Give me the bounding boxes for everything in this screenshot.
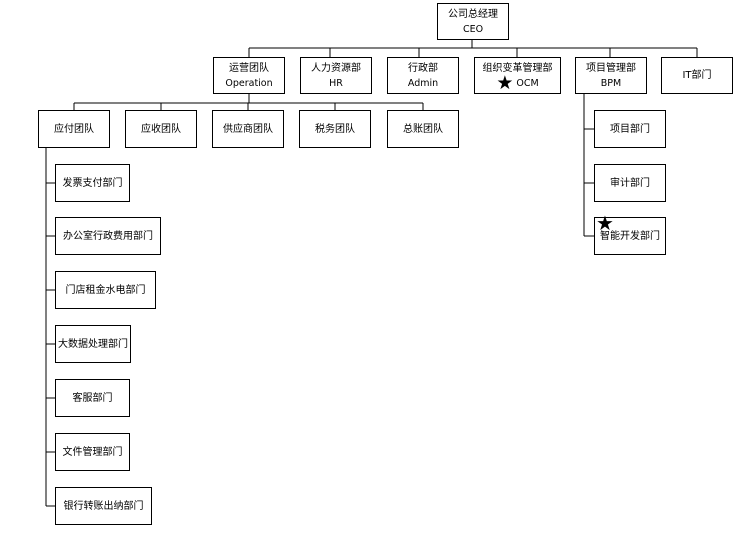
hr-code: HR [329,77,343,89]
it-name: IT部门 [682,70,712,81]
node-payable-team: 应付团队 [38,110,110,148]
node-payable-unit: 客服部门 [55,379,130,417]
unit-name: 文件管理部门 [62,446,123,458]
unit-name: 智能开发部门 [600,230,660,242]
ocm-name: 组织变革管理部 [482,62,553,74]
node-operation: 运营团队 Operation [213,57,285,94]
node-payable-unit: 大数据处理部门 [55,325,131,363]
unit-name: 门店租金水电部门 [65,284,146,296]
unit-name: 发票支付部门 [62,177,123,189]
node-receivable-team: 应收团队 [125,110,197,148]
node-bpm-unit: 智能开发部门 [594,217,666,255]
unit-name: 大数据处理部门 [58,338,128,350]
ceo-name: 公司总经理 [448,8,498,20]
unit-name: 客服部门 [72,392,113,404]
receivable-team-name: 应收团队 [141,123,181,135]
node-tax-team: 税务团队 [299,110,371,148]
node-ledger-team: 总账团队 [387,110,459,148]
operation-name: 运营团队 [229,62,269,74]
payable-team-name: 应付团队 [54,123,94,135]
node-admin: 行政部 Admin [387,57,459,94]
node-it: IT部门 [661,57,733,94]
node-bpm: 项目管理部 BPM [575,57,647,94]
ceo-code: CEO [462,23,484,35]
unit-name: 审计部门 [610,177,650,189]
ocm-code: OCM [516,77,539,89]
node-payable-unit: 发票支付部门 [55,164,130,202]
node-ceo: 公司总经理 CEO [437,3,509,40]
node-hr: 人力资源部 HR [300,57,372,94]
node-payable-unit: 办公室行政费用部门 [55,217,161,255]
admin-code: Admin [407,77,439,89]
node-ocm: 组织变革管理部 ★ OCM [474,57,561,94]
node-supplier-team: 供应商团队 [212,110,284,148]
ocm-code-row: ★ OCM [496,71,539,94]
operation-code: Operation [225,77,273,89]
node-payable-unit: 门店租金水电部门 [55,271,156,309]
star-icon: ★ [496,71,514,94]
bpm-name: 项目管理部 [586,62,636,74]
node-bpm-unit: 项目部门 [594,110,666,148]
unit-name: 银行转账出纳部门 [63,500,144,512]
supplier-team-name: 供应商团队 [223,123,273,135]
admin-name: 行政部 [408,62,438,74]
ledger-team-name: 总账团队 [403,123,443,135]
star-icon: ★ [596,211,614,235]
tax-team-name: 税务团队 [315,123,355,135]
bpm-code: BPM [600,77,622,89]
node-payable-unit: 文件管理部门 [55,433,130,471]
unit-name: 办公室行政费用部门 [63,230,153,242]
hr-name: 人力资源部 [311,62,361,74]
node-bpm-unit: 审计部门 [594,164,666,202]
unit-name: 项目部门 [610,123,650,135]
node-payable-unit: 银行转账出纳部门 [55,487,152,525]
